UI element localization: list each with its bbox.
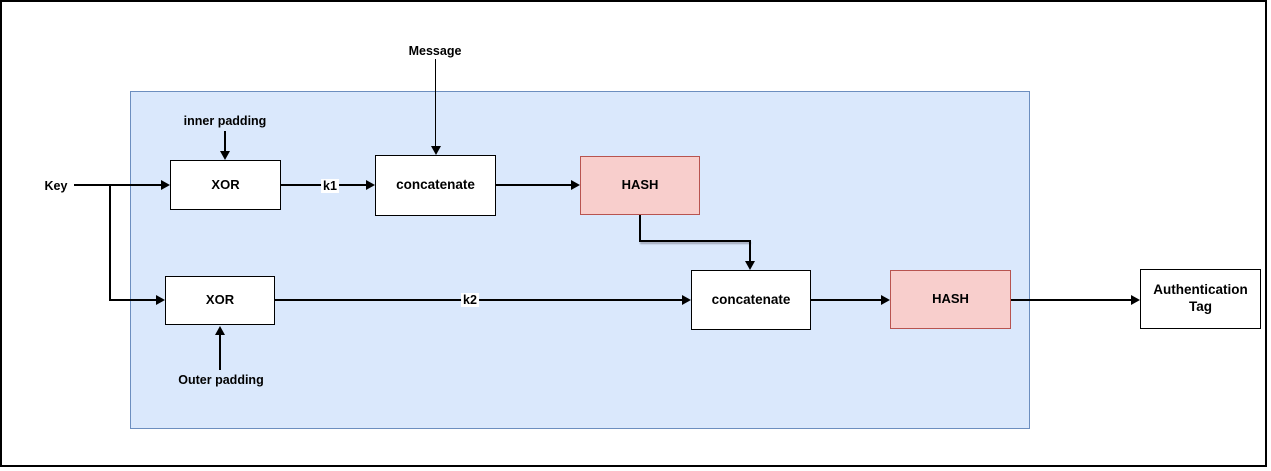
key-branch-vertical-line	[109, 184, 111, 301]
authentication-tag-box: Authentication Tag	[1140, 269, 1261, 329]
xor-inner-box: XOR	[170, 160, 281, 210]
key-to-xor-outer-line	[109, 299, 158, 301]
hash-inner-elbow-vertical-line	[639, 215, 641, 241]
hash-outer-box: HASH	[890, 270, 1011, 329]
message-label: Message	[408, 44, 462, 58]
message-arrowhead-icon	[430, 146, 441, 155]
hash-inner-box-label: HASH	[621, 177, 659, 193]
outer-padding-label: Outer padding	[178, 373, 264, 387]
hash-inner-box: HASH	[580, 156, 700, 215]
hash-outer-box-label: HASH	[932, 291, 969, 307]
concatenate-inner-box-label: concatenate	[396, 177, 475, 193]
inner-padding-label: inner padding	[183, 114, 267, 128]
authentication-tag-line2: Tag	[1189, 299, 1212, 314]
hash-outer-to-auth-tag-line	[1011, 299, 1131, 301]
hmac-container-rect	[130, 91, 1030, 429]
key-to-xor-inner-arrowhead-icon	[161, 180, 170, 190]
outer-padding-arrow-line	[219, 334, 221, 370]
concatenate-outer-box-label: concatenate	[711, 291, 791, 307]
authentication-tag-line1: Authentication	[1153, 282, 1248, 298]
xor-inner-to-concatenate-arrowhead-icon	[366, 180, 375, 190]
concatenate-inner-to-hash-line	[496, 184, 572, 186]
concatenate-outer-box: concatenate	[691, 270, 811, 330]
outer-padding-arrowhead-icon	[215, 326, 225, 335]
key-label: Key	[44, 179, 68, 193]
hash-inner-to-concatenate-outer-arrowhead-icon	[745, 261, 755, 270]
concatenate-outer-to-hash-arrowhead-icon	[881, 295, 890, 305]
concatenate-inner-to-hash-arrowhead-icon	[571, 180, 580, 190]
inner-padding-arrowhead-icon	[220, 151, 230, 160]
hash-outer-to-auth-tag-arrowhead-icon	[1131, 295, 1140, 305]
key-to-xor-inner-line	[74, 184, 162, 186]
key-to-xor-outer-arrowhead-icon	[156, 295, 165, 305]
hash-inner-elbow-drop-line	[749, 240, 751, 262]
k1-label: k1	[321, 179, 339, 193]
xor-outer-box-label: XOR	[205, 292, 235, 308]
xor-outer-box: XOR	[165, 276, 275, 325]
k2-label: k2	[461, 293, 479, 307]
message-arrow-line	[434, 59, 437, 147]
hash-inner-elbow-horizontal-line	[639, 240, 751, 242]
inner-padding-arrow-line	[224, 131, 226, 152]
concatenate-outer-to-hash-line	[811, 299, 881, 301]
xor-inner-box-label: XOR	[211, 176, 240, 192]
concatenate-inner-box: concatenate	[375, 155, 496, 216]
xor-outer-to-concatenate-arrowhead-icon	[682, 295, 691, 305]
